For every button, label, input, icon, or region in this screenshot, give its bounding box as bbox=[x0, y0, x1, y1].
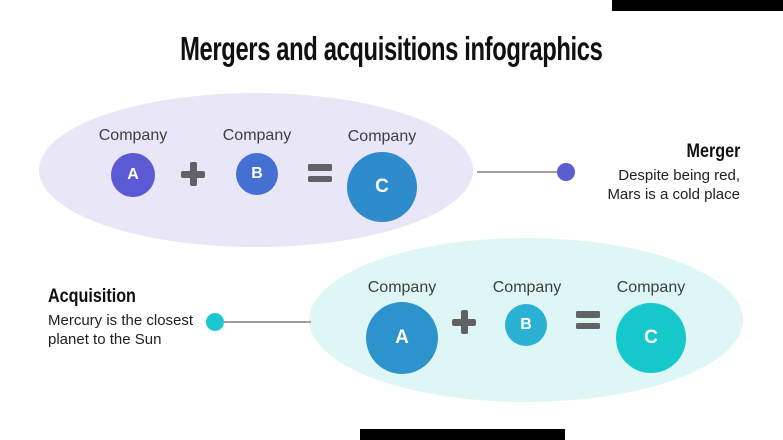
company-a-label: Company bbox=[367, 279, 437, 296]
merger-connector-dot bbox=[557, 163, 575, 181]
company-letter: B bbox=[251, 165, 263, 182]
company-letter: B bbox=[520, 316, 532, 333]
merger-heading-text: Merger bbox=[686, 141, 740, 162]
equals-bar bbox=[576, 311, 600, 318]
merger-heading: Merger bbox=[607, 142, 740, 162]
acquisition-description-line1: Mercury is the closest bbox=[48, 312, 194, 329]
title-wrap: Mergers and acquisitions infographics bbox=[0, 30, 783, 68]
merger-description-line2: Mars is a cold place bbox=[607, 186, 740, 203]
company-c-label: Company bbox=[347, 128, 417, 145]
company-a-circle: A bbox=[111, 153, 155, 197]
plus-bar bbox=[460, 310, 468, 334]
company-letter: C bbox=[375, 176, 389, 197]
company-letter: A bbox=[395, 327, 409, 348]
decor-bar-bottom bbox=[360, 429, 565, 440]
acquisition-description-line2: planet to the Sun bbox=[48, 331, 162, 348]
equals-bar bbox=[576, 322, 600, 329]
company-b-circle: B bbox=[236, 153, 278, 195]
acquisition-heading: Acquisition bbox=[48, 287, 193, 307]
company-letter: A bbox=[127, 166, 139, 183]
acquisition-connector-line bbox=[224, 321, 311, 323]
decor-bar-top-right bbox=[612, 0, 783, 11]
company-a-label: Company bbox=[98, 127, 168, 144]
plus-icon bbox=[452, 310, 476, 334]
company-b-label: Company bbox=[222, 127, 292, 144]
company-c-circle: C bbox=[616, 303, 686, 373]
merger-connector-line bbox=[477, 171, 558, 173]
plus-icon bbox=[181, 162, 205, 186]
acquisition-heading-text: Acquisition bbox=[48, 286, 136, 307]
equals-icon bbox=[576, 311, 600, 329]
equals-icon bbox=[308, 164, 332, 182]
plus-bar bbox=[189, 162, 197, 186]
company-c-label: Company bbox=[616, 279, 686, 296]
company-b-label: Company bbox=[492, 279, 562, 296]
acquisition-connector-dot bbox=[206, 313, 224, 331]
company-c-circle: C bbox=[347, 152, 417, 222]
company-letter: C bbox=[644, 327, 658, 348]
merger-callout: Merger Despite being red, Mars is a cold… bbox=[607, 142, 740, 204]
company-a-circle: A bbox=[366, 302, 438, 374]
company-b-circle: B bbox=[505, 304, 547, 346]
acquisition-callout: Acquisition Mercury is the closest plane… bbox=[48, 287, 193, 349]
merger-description-line1: Despite being red, bbox=[618, 167, 740, 184]
equals-bar bbox=[308, 164, 332, 171]
page-title: Mergers and acquisitions infographics bbox=[180, 30, 603, 67]
equals-bar bbox=[308, 175, 332, 182]
